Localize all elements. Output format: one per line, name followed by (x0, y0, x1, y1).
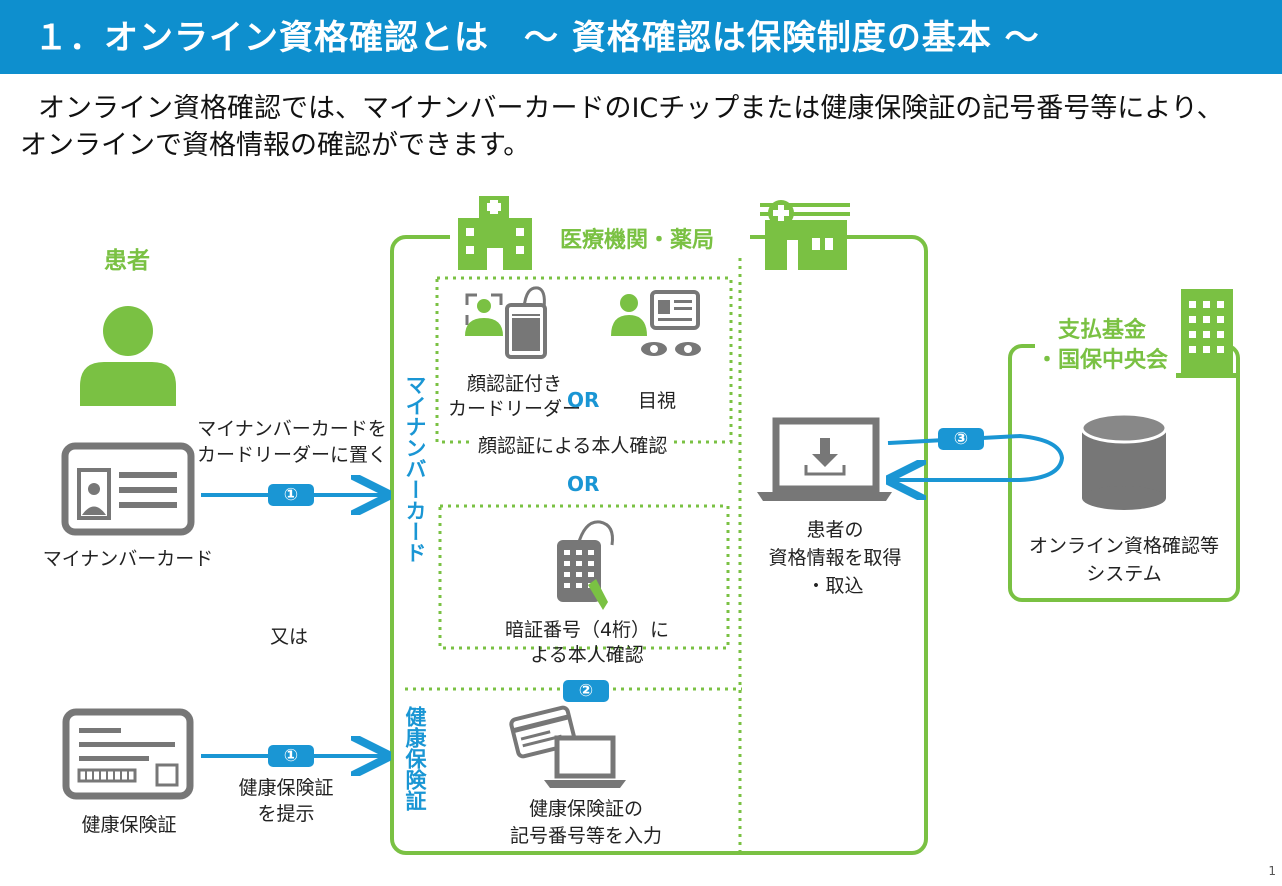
system-label: オンライン資格確認等 システム (1016, 532, 1232, 588)
card-laptop-icon (509, 705, 626, 788)
action-insurance-line2: を提示 (257, 803, 315, 825)
pin-auth-box (438, 504, 730, 650)
action-mynumber-line1: マイナンバーカードを (197, 418, 387, 440)
face-recognition-icon (465, 293, 503, 336)
action-insurance-line1: 健康保険証 (238, 777, 334, 799)
laptop-download-icon (757, 417, 892, 501)
patient-title: 患者 (104, 248, 150, 274)
pin-label: 暗証番号（4桁）に よる本人確認 (470, 618, 704, 668)
hospital-building-icon (458, 196, 532, 270)
insurance-card-icon (62, 708, 194, 800)
mynumber-card-label: マイナンバーカード (42, 548, 214, 570)
or-face-visual: OR (567, 388, 600, 412)
or-face-pin: OR (567, 472, 600, 496)
acquire-line3: ・取込 (806, 575, 864, 597)
card-reader-icon (505, 286, 547, 359)
database-icon (1080, 412, 1168, 510)
input-label: 健康保険証の 記号番号等を入力 (476, 796, 696, 850)
mynumber-vertical-label: マイナンバーカード (402, 374, 428, 569)
mynumber-card-icon (61, 442, 195, 536)
header-bar (0, 0, 1282, 74)
step-badge-1-insurance: ① (268, 745, 314, 767)
or-label: 又は (270, 626, 309, 648)
face-reader-line2: カードリーダー (448, 398, 582, 420)
clinic-icon (760, 200, 850, 270)
fund-title-line1: 支払基金 (1057, 318, 1146, 343)
office-building-icon (1176, 289, 1238, 378)
insurance-vertical-text: 健康保険証 (403, 706, 427, 811)
fund-title-line2: ・国保中央会 (1035, 348, 1168, 373)
system-line1: オンライン資格確認等 (1028, 535, 1219, 557)
pin-line2: よる本人確認 (530, 644, 644, 666)
face-auth-box (435, 276, 733, 444)
face-confirm-label: 顔認証による本人確認 (474, 431, 672, 458)
acquire-label: 患者の 資格情報を取得 ・取込 (750, 516, 920, 600)
page-title: １．オンライン資格確認とは ～ 資格確認は保険制度の基本 ～ (34, 18, 1040, 58)
action-mynumber-line2: カードリーダーに置く (196, 444, 387, 466)
id-card-icon (611, 290, 700, 336)
page-number: 1 (1268, 864, 1276, 878)
face-reader-label: 顔認証付き カードリーダー (448, 372, 581, 422)
input-line1: 健康保険証の (528, 798, 643, 820)
insurance-card-label: 健康保険証 (81, 814, 177, 836)
step-badge-2: ② (563, 680, 609, 702)
face-reader-line1: 顔認証付き (467, 373, 563, 395)
step-badge-3: ③ (938, 428, 984, 450)
pin-pad-icon (557, 520, 614, 610)
loop-arrow-3 (888, 433, 1065, 480)
pin-line1: 暗証番号（4桁）に (504, 619, 670, 641)
action-mynumber: マイナンバーカードを カードリーダーに置く (196, 416, 388, 468)
system-line2: システム (1086, 563, 1162, 585)
intro-line-2: オンラインで資格情報の確認ができます。 (20, 130, 531, 161)
step-badge-1-mynumber: ① (268, 484, 314, 506)
visual-check-label: 目視 (638, 390, 677, 412)
person-icon (80, 306, 176, 406)
intro-text: オンライン資格確認では、マイナンバーカードのICチップまたは健康保険証の記号番号… (20, 90, 1270, 164)
mynumber-vertical-text: マイナンバーカード (403, 374, 427, 563)
intro-line-1: オンライン資格確認では、マイナンバーカードのICチップまたは健康保険証の記号番号… (38, 93, 1224, 124)
input-line2: 記号番号等を入力 (509, 825, 662, 847)
insurance-vertical-label: 健康保険証 (402, 706, 428, 817)
action-insurance: 健康保険証 を提示 (206, 775, 366, 827)
fund-title: 支払基金 ・国保中央会 (1022, 316, 1182, 376)
facility-title: 医療機関・薬局 (560, 228, 715, 253)
acquire-line2: 資格情報を取得 (768, 547, 902, 569)
eye-icon (641, 342, 701, 356)
acquire-line1: 患者の (806, 519, 864, 541)
